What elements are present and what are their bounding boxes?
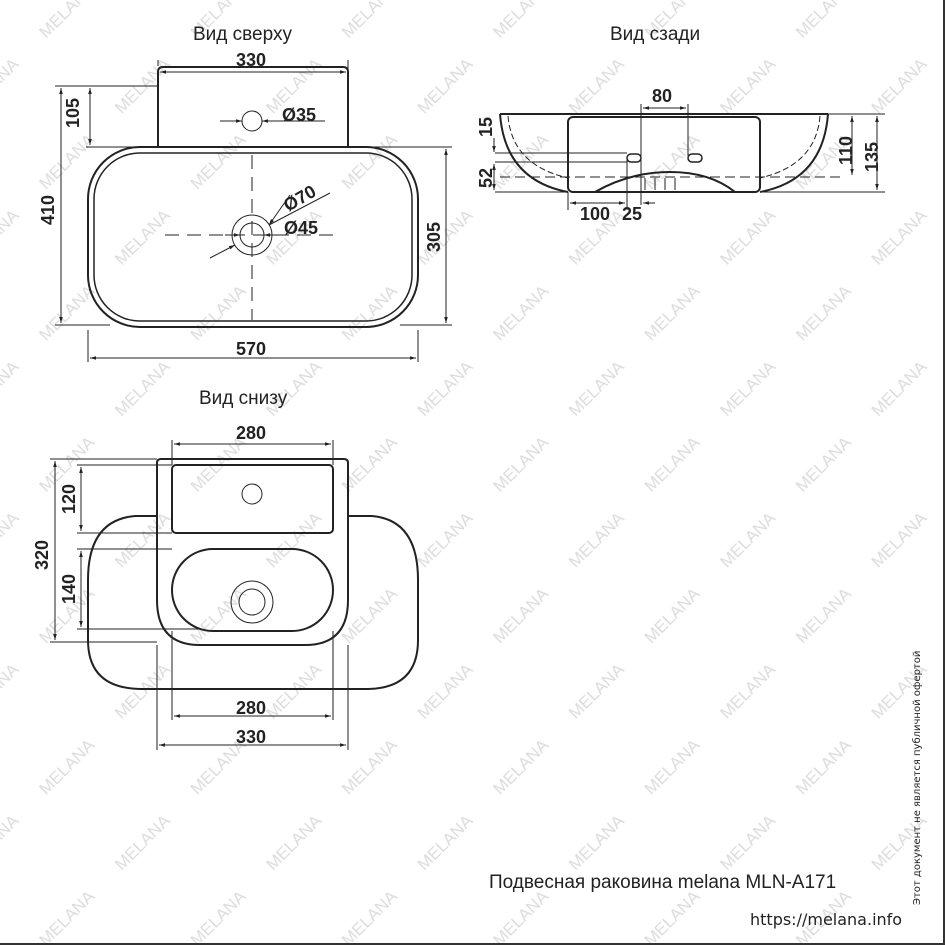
dim-faucet-hole: Ø35: [282, 105, 316, 125]
top-view-title: Вид сверху: [193, 24, 292, 45]
dim-drain-inner: Ø45: [284, 218, 318, 238]
dim-15: 15: [476, 117, 496, 137]
dim-105: 105: [63, 98, 83, 128]
back-view-title: Вид сзади: [610, 24, 701, 45]
back-view-drawing: [492, 104, 885, 210]
product-title: Подвесная раковина melana MLN-A171: [489, 872, 837, 893]
dim-52: 52: [476, 168, 496, 188]
dim-410: 410: [38, 195, 58, 225]
dim-110: 110: [836, 136, 856, 165]
dim-280-bottom: 280: [236, 698, 266, 718]
dim-80: 80: [652, 86, 672, 106]
dim-25: 25: [622, 204, 642, 224]
dim-140: 140: [59, 574, 79, 604]
dim-280-top: 280: [236, 423, 266, 443]
dim-320: 320: [32, 540, 52, 570]
dim-330-bottom: 330: [236, 727, 266, 747]
dim-570: 570: [236, 339, 266, 359]
disclaimer-text: Этот документ не является публичной офер…: [912, 650, 923, 905]
dim-330-top: 330: [236, 50, 266, 70]
dim-305: 305: [424, 222, 444, 252]
dim-120: 120: [59, 484, 79, 514]
dim-drain-outer: Ø70: [280, 181, 319, 215]
bottom-view-drawing: [50, 440, 419, 750]
dim-100: 100: [580, 204, 610, 224]
bottom-view-title: Вид снизу: [199, 388, 288, 409]
dim-135: 135: [862, 142, 882, 172]
website-link[interactable]: https://melana.info: [750, 910, 903, 929]
top-view-drawing: [55, 60, 452, 362]
